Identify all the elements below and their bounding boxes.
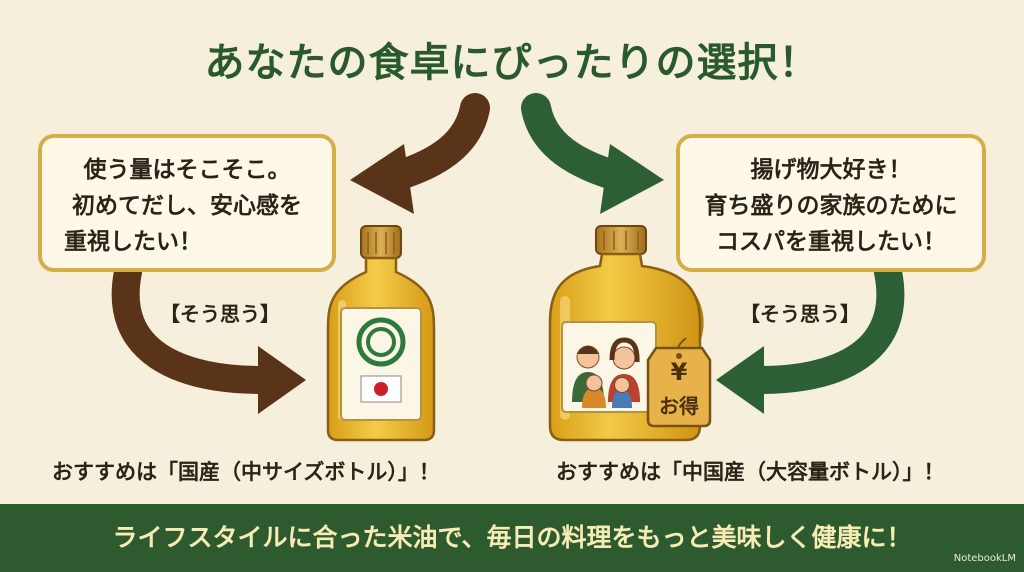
bubble-left-line-3: 重視したい！ [64,229,202,255]
arrow-top-left [350,93,490,214]
arrow-right-down [716,258,905,414]
bubble-right-line-1: 揚げ物大好き！ [750,157,912,183]
page-title: あなたの食卓にぴったりの選択！ [204,40,820,86]
bubble-left-line-2: 初めてだし、安心感を [72,193,302,219]
bubble-left-line-1: 使う量はそこそこ。 [83,157,291,183]
tag-yen-symbol: ¥ [670,358,688,386]
recommend-left: おすすめは「国産（中サイズボトル）」！ [52,460,440,484]
label-right: 【そう思う】 [740,302,860,326]
tag-text: お得 [659,394,699,418]
footer-band [0,504,1024,572]
small-oil-bottle [326,225,436,442]
speech-bubble-right [676,134,986,272]
speech-bubble-left [38,134,336,272]
arrow-left-down [111,258,306,414]
brand-watermark: NotebookLM [953,553,1016,564]
recommend-right: おすすめは「中国産（大容量ボトル）」！ [556,460,945,484]
japan-flag-icon [360,375,402,403]
heart-icon [356,317,406,367]
label-left: 【そう思う】 [160,302,280,326]
bubble-right-line-3: コスパを重視したい！ [716,229,946,255]
family-icon [572,337,640,408]
arrow-top-right [521,93,664,214]
footer-message: ライフスタイルに合った米油で、毎日の料理をもっと美味しく健康に！ [112,523,912,552]
bubble-right-line-2: 育ち盛りの家族のために [704,193,958,219]
yen-tag-icon [646,337,712,428]
